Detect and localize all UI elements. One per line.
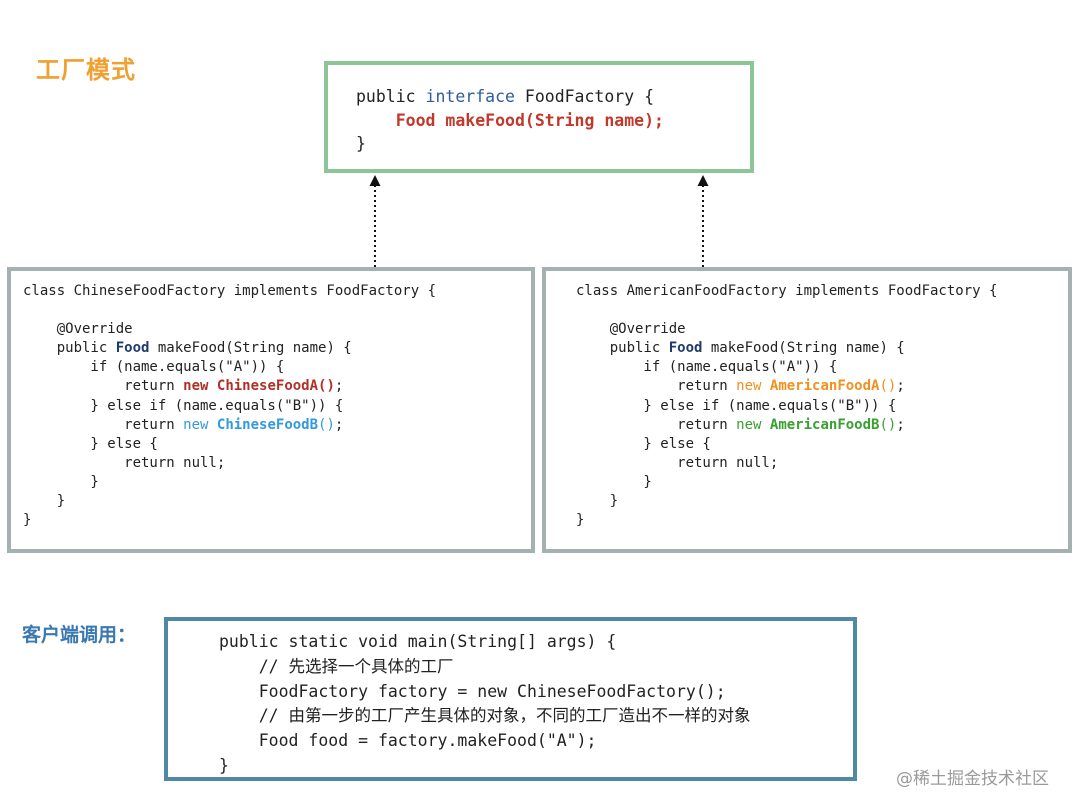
code-token bbox=[208, 378, 216, 394]
code-line: } else { bbox=[576, 435, 711, 452]
code-line: Food food = factory.makeFood("A"); bbox=[219, 731, 597, 751]
new-keyword: new bbox=[183, 378, 209, 395]
food-return-type: Food bbox=[668, 340, 703, 357]
code-token: ; bbox=[334, 378, 344, 395]
code-token: ; bbox=[334, 416, 344, 433]
code-line: } else if (name.equals("B")) { bbox=[576, 397, 897, 414]
code-token: return bbox=[576, 416, 737, 433]
american-implements-arrowhead bbox=[697, 175, 709, 186]
code-line: } bbox=[219, 755, 229, 775]
chinese-food-a-class: ChineseFoodA() bbox=[216, 378, 335, 395]
watermark: @稀土掘金技术社区 bbox=[896, 769, 1049, 789]
code-line: public static void main(String[] args) { bbox=[219, 632, 617, 651]
code-line: } else { bbox=[23, 435, 158, 452]
code-token: public bbox=[23, 340, 116, 357]
code-token: ; bbox=[896, 378, 905, 395]
chinese-food-factory-box: class ChineseFoodFactory implements Food… bbox=[7, 267, 535, 553]
new-keyword: new bbox=[736, 416, 762, 433]
new-keyword: new bbox=[183, 416, 209, 433]
diagram-title: 工厂模式 bbox=[36, 56, 136, 84]
code-line: if (name.equals("A")) { bbox=[23, 359, 285, 376]
code-token: () bbox=[879, 378, 897, 395]
code-comment: // 先选择一个具体的工厂 bbox=[219, 656, 454, 676]
code-token bbox=[761, 378, 769, 394]
code-token: ; bbox=[896, 416, 905, 433]
code-comment: // 由第一步的工厂产生具体的对象，不同的工厂造出不一样的对象 bbox=[219, 706, 751, 726]
code-line: return null; bbox=[23, 454, 226, 471]
interface-method-signature: Food makeFood(String name); bbox=[395, 110, 664, 130]
code-token: makeFood(String name) { bbox=[149, 340, 352, 357]
code-token: FoodFactory { bbox=[514, 87, 655, 106]
code-line: } bbox=[23, 493, 66, 510]
code-line: } else if (name.equals("B")) { bbox=[23, 397, 344, 414]
food-return-type: Food bbox=[115, 340, 150, 357]
american-food-b-class: AmericanFoodB bbox=[769, 416, 880, 433]
code-token: public bbox=[576, 340, 669, 357]
code-line: if (name.equals("A")) { bbox=[576, 359, 838, 376]
client-call-title: 客户端调用： bbox=[22, 624, 137, 646]
chinese-implements-arrowhead bbox=[369, 175, 381, 186]
code-line: FoodFactory factory = new ChineseFoodFac… bbox=[219, 681, 726, 701]
code-token: makeFood(String name) { bbox=[702, 340, 905, 357]
interface-food-factory-box: public interface FoodFactory { Food make… bbox=[324, 61, 754, 173]
interface-keyword: interface bbox=[425, 87, 515, 106]
code-line: } bbox=[23, 473, 99, 490]
american-food-a-class: AmericanFoodA bbox=[769, 378, 880, 395]
american-factory-code: class AmericanFoodFactory implements Foo… bbox=[576, 282, 997, 530]
american-food-factory-box: class AmericanFoodFactory implements Foo… bbox=[542, 267, 1072, 553]
code-token bbox=[761, 417, 769, 433]
interface-code: public interface FoodFactory { Food make… bbox=[356, 85, 664, 156]
code-line: @Override bbox=[23, 321, 133, 338]
code-line: @Override bbox=[576, 321, 686, 338]
code-token: public bbox=[356, 87, 426, 106]
code-line: } bbox=[23, 512, 32, 529]
code-line: } bbox=[576, 473, 652, 490]
code-token bbox=[208, 417, 216, 433]
chinese-factory-code: class ChineseFoodFactory implements Food… bbox=[23, 282, 436, 530]
code-token: } bbox=[356, 134, 366, 153]
client-code: public static void main(String[] args) {… bbox=[219, 630, 751, 779]
client-code-box: public static void main(String[] args) {… bbox=[164, 617, 857, 781]
code-line: class AmericanFoodFactory implements Foo… bbox=[576, 283, 998, 299]
chinese-food-b-class: ChineseFoodB bbox=[216, 416, 319, 433]
code-line: return null; bbox=[576, 454, 779, 471]
code-line: } bbox=[576, 493, 619, 510]
code-line: } bbox=[576, 512, 585, 529]
code-token: return bbox=[23, 416, 184, 433]
code-token: () bbox=[879, 416, 897, 433]
code-line: class ChineseFoodFactory implements Food… bbox=[23, 283, 437, 299]
new-keyword: new bbox=[736, 378, 762, 395]
code-token: return bbox=[576, 378, 737, 395]
code-token: return bbox=[23, 378, 184, 395]
code-token: () bbox=[318, 416, 335, 433]
